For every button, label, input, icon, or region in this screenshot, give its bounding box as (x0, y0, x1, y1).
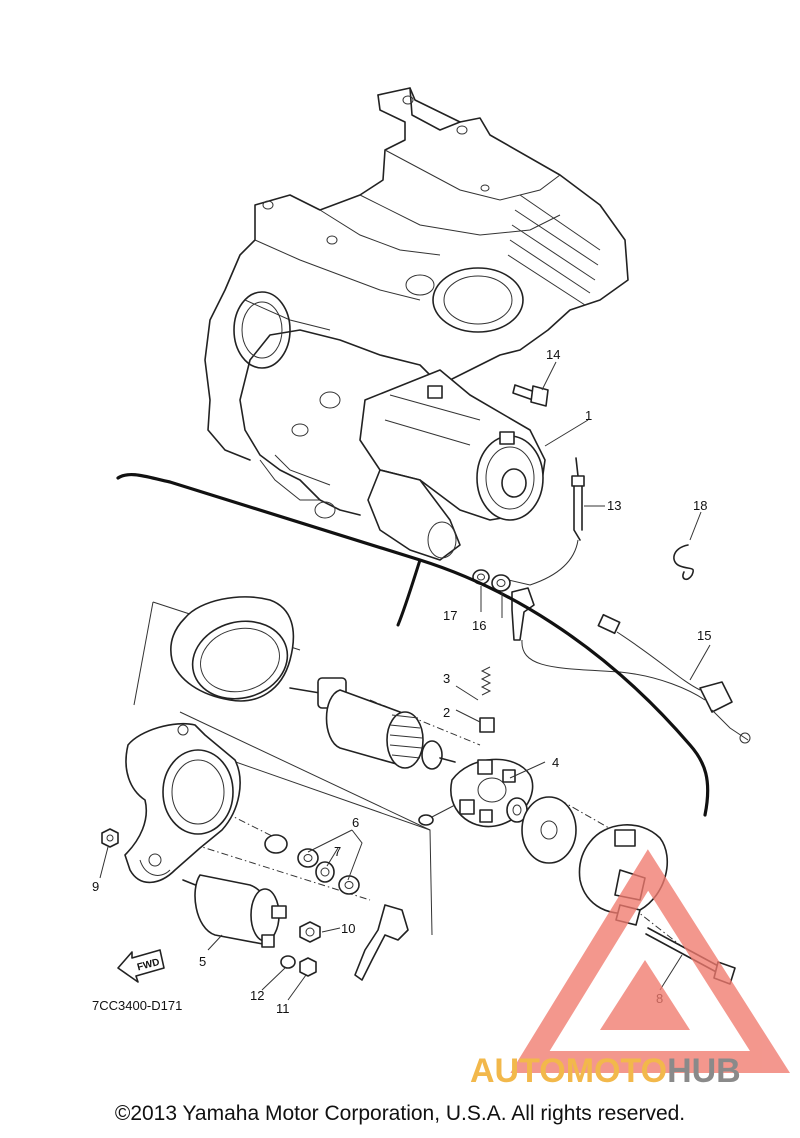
callout-3: 3 (443, 671, 450, 686)
callout-9: 9 (92, 879, 99, 894)
callout-7: 7 (334, 844, 341, 859)
callout-14: 14 (546, 347, 560, 362)
divider-pointer (396, 558, 422, 627)
fwd-arrow: FWD (117, 949, 165, 983)
callout-13: 13 (607, 498, 621, 513)
front-bracket (124, 722, 241, 884)
bearing-washer (506, 796, 577, 864)
starter-motor-assembly (359, 369, 546, 561)
watermark-logo-icon (510, 849, 791, 1073)
callout-16: 16 (472, 618, 486, 633)
watermark-text: AUTOMOTOHUB (470, 1052, 800, 1091)
callout-15: 15 (697, 628, 711, 643)
callout-1: 1 (585, 408, 592, 423)
terminal-cap-13 (499, 457, 585, 586)
brush-spring (479, 666, 495, 733)
callout-18: 18 (693, 498, 707, 513)
callout-5: 5 (199, 954, 206, 969)
clip-18 (673, 544, 695, 581)
engine-block-outline (204, 87, 629, 519)
callout-11: 11 (276, 1001, 290, 1016)
solenoid-5 (182, 874, 287, 948)
watermark-part-a: AUTOMOTO (470, 1052, 668, 1090)
exploded-view-divider (116, 473, 710, 817)
shift-lever (354, 904, 409, 981)
wire-lead-15 (521, 613, 751, 744)
bolt-14 (512, 384, 549, 407)
leader-lines (99, 361, 711, 1001)
drawing-code: 7CC3400-D171 (92, 998, 182, 1013)
callout-12: 12 (250, 988, 264, 1003)
nut-9 (101, 828, 119, 848)
callout-17: 17 (443, 608, 457, 623)
callout-4: 4 (552, 755, 559, 770)
pinion-parts-6-7 (264, 834, 360, 895)
callout-10: 10 (341, 921, 355, 936)
copyright-notice: ©2013 Yamaha Motor Corporation, U.S.A. A… (114, 1102, 686, 1125)
callout-2: 2 (443, 705, 450, 720)
armature (289, 677, 456, 770)
watermark-part-b: HUB (667, 1052, 741, 1090)
yoke-housing (170, 596, 295, 702)
callout-6: 6 (352, 815, 359, 830)
nuts-10-11-12 (280, 921, 321, 977)
